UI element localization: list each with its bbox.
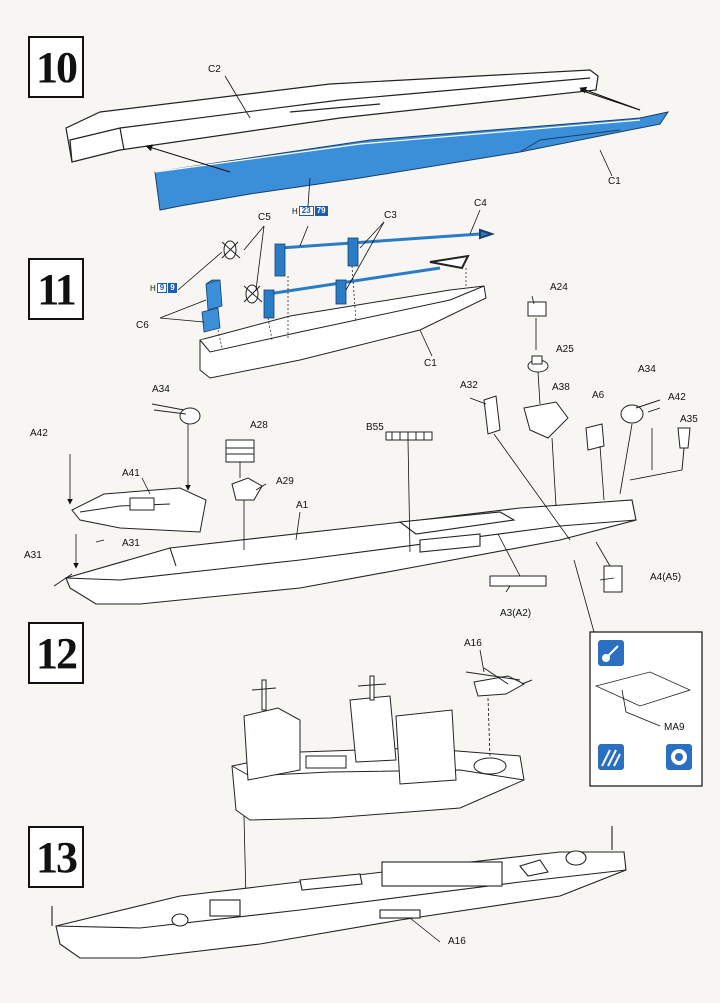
cement-icon xyxy=(666,744,692,770)
label-c3: C3 xyxy=(384,210,397,221)
label-c1-step11: C1 xyxy=(424,358,437,369)
label-a6: A6 xyxy=(592,390,605,401)
label-a31-left: A31 xyxy=(24,550,42,561)
step12-guides xyxy=(243,649,491,901)
part-completed-hull xyxy=(51,826,627,959)
part-c1-hull xyxy=(154,111,670,211)
part-a35-mast xyxy=(677,427,691,471)
label-a34-left: A34 xyxy=(152,384,170,395)
label-a35: A35 xyxy=(680,414,698,425)
paint-code-h23-79: H 23 79 xyxy=(292,206,328,216)
label-c4: C4 xyxy=(474,198,487,209)
part-c6-rudders xyxy=(201,279,223,333)
label-c6: C6 xyxy=(136,320,149,331)
label-a4-a5: A4(A5) xyxy=(650,572,682,583)
step-number-12: 12 xyxy=(28,622,84,684)
part-c3-c4-shafts xyxy=(263,228,496,319)
part-a41-fore-deck xyxy=(71,487,207,533)
part-a32-a38-assembly xyxy=(483,395,623,593)
label-a24: A24 xyxy=(550,282,568,293)
leader-a16-13 xyxy=(409,917,441,943)
paint-code-h9-9: H 9 9 xyxy=(150,283,177,293)
part-a34-guns xyxy=(151,399,661,425)
step-number-10: 10 xyxy=(28,36,84,98)
leader-c2 xyxy=(224,75,251,119)
step-number-11: 11 xyxy=(28,258,84,320)
label-a41: A41 xyxy=(122,468,140,479)
step11-guide-lines xyxy=(217,265,467,349)
leader-c1 xyxy=(599,149,613,177)
part-a24-a25 xyxy=(527,301,549,373)
part-a16-helicopter xyxy=(465,667,533,697)
part-a1-main-deck xyxy=(65,499,637,605)
label-c5: C5 xyxy=(258,212,271,223)
label-a3-a2: A3(A2) xyxy=(500,608,532,619)
label-a28: A28 xyxy=(250,420,268,431)
step-number-13: 13 xyxy=(28,826,84,888)
label-a1: A1 xyxy=(296,500,309,511)
label-a38: A38 xyxy=(552,382,570,393)
label-a16-step12: A16 xyxy=(464,638,482,649)
arrow-c2-bow xyxy=(145,144,231,173)
part-b55-radar-bar xyxy=(385,431,433,441)
part-c2-deck xyxy=(65,69,599,163)
step11-leaders xyxy=(159,209,481,357)
label-a42-right: A42 xyxy=(668,392,686,403)
part-c5-propellers xyxy=(221,240,263,304)
label-a29: A29 xyxy=(276,476,294,487)
brush-icon xyxy=(598,640,624,666)
part-superstructure xyxy=(231,675,525,821)
decal-icon xyxy=(598,744,624,770)
label-b55: B55 xyxy=(366,422,384,433)
label-a31-mid: A31 xyxy=(122,538,140,549)
label-a32: A32 xyxy=(460,380,478,391)
part-c1-hull-bottom xyxy=(199,285,487,379)
deck-guide-lines xyxy=(53,318,683,587)
label-a34-right: A34 xyxy=(638,364,656,375)
label-ma9: MA9 xyxy=(664,722,685,733)
label-c2: C2 xyxy=(208,64,221,75)
label-c1-step10: C1 xyxy=(608,176,621,187)
label-a16-step13: A16 xyxy=(448,936,466,947)
deck-leaders xyxy=(141,295,661,593)
label-a42-left: A42 xyxy=(30,428,48,439)
label-a25: A25 xyxy=(556,344,574,355)
part-a29-director xyxy=(231,477,263,501)
part-a28-launcher xyxy=(225,439,255,463)
